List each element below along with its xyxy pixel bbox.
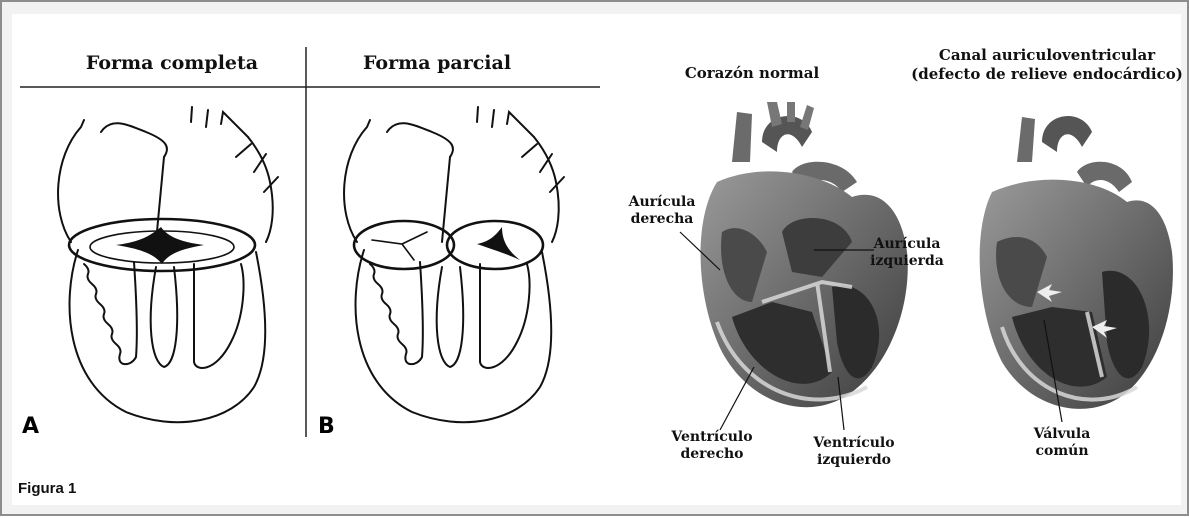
label-common-valve-2: común xyxy=(1022,443,1102,460)
label-common-valve-1: Válvula xyxy=(1022,426,1102,443)
label-left-ventricle-1: Ventrículo xyxy=(804,435,904,452)
label-right-atrium-1: Aurícula xyxy=(622,194,702,211)
label-right-ventricle-2: derecho xyxy=(662,446,762,463)
label-right-atrium-2: derecha xyxy=(622,211,702,228)
label-left-atrium-1: Aurícula xyxy=(867,236,947,253)
label-left-atrium-2: izquierda xyxy=(867,253,947,270)
label-left-ventricle-2: izquierdo xyxy=(804,452,904,469)
figure-caption: Figura 1 xyxy=(18,480,76,497)
label-right-ventricle-1: Ventrículo xyxy=(662,429,762,446)
